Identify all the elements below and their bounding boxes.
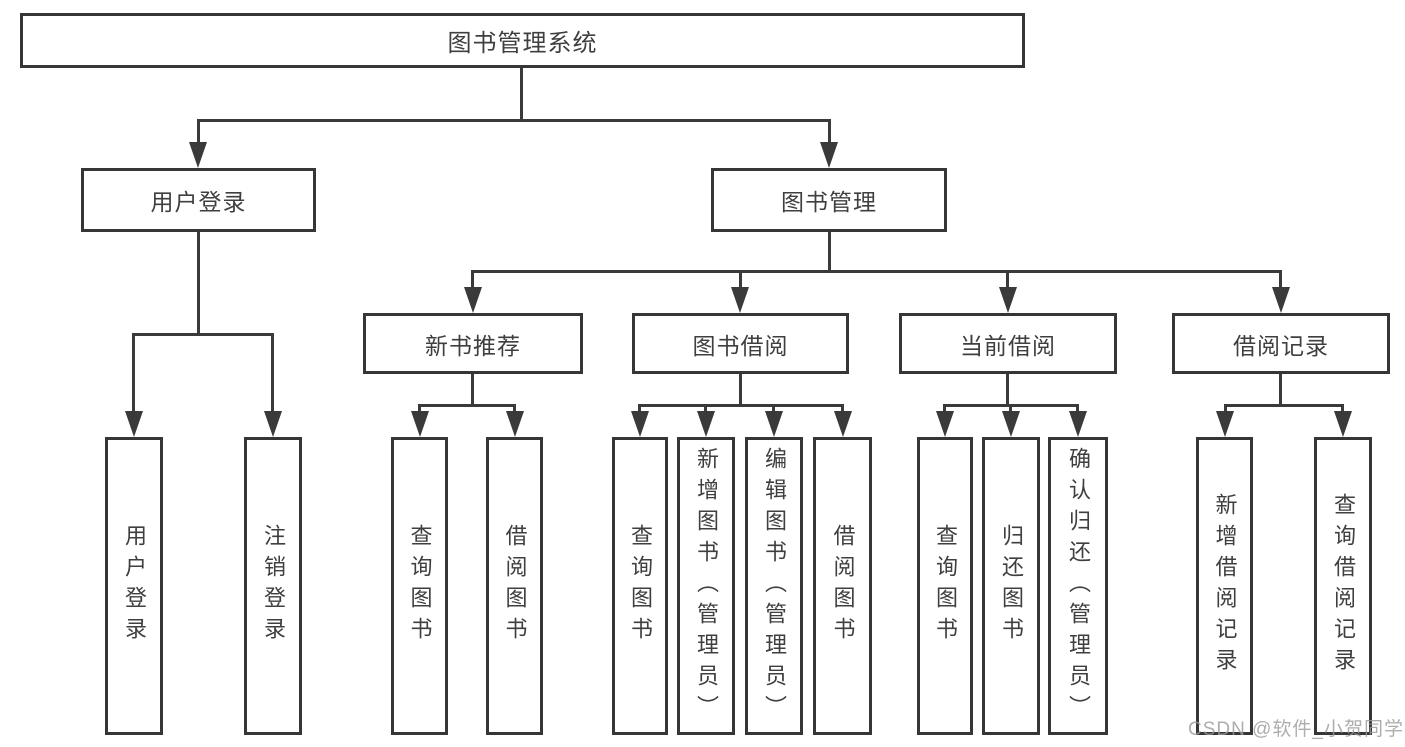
connector-drop-newbook: [471, 270, 474, 290]
connector-drop-record: [1279, 270, 1282, 290]
connector-drop-leaf: [1224, 404, 1227, 415]
leaf-label: 借阅图书: [502, 524, 528, 648]
arrow-down-icon: [999, 287, 1017, 313]
connector-login-rail: [132, 333, 274, 336]
connector-drop-user-login: [197, 119, 200, 145]
connector-newbook-rail: [418, 404, 516, 407]
connector-mgmt-rail: [471, 270, 1282, 273]
connector-drop-leaf: [772, 404, 775, 415]
arrow-down-icon: [1002, 411, 1020, 437]
leaf-user-login: 用户登录: [105, 437, 163, 735]
node-label: 图书借阅: [692, 332, 789, 359]
leaf-label: 查询图书: [933, 524, 958, 648]
connector-newbook-stem: [471, 374, 474, 407]
connector-drop-leaf: [841, 404, 844, 415]
connector-drop-current: [1006, 270, 1009, 290]
connector-root-rail: [197, 119, 831, 122]
node-label: 图书管理系统: [447, 30, 598, 57]
connector-drop-leaf: [132, 333, 135, 413]
leaf-confirm-return-admin: 确认归还（管理员）: [1048, 437, 1108, 735]
node-label: 当前借阅: [960, 332, 1056, 359]
leaf-label: 归还图书: [999, 524, 1024, 648]
connector-drop-leaf: [704, 404, 707, 415]
leaf-label: 用户登录: [122, 524, 147, 648]
arrow-down-icon: [731, 287, 749, 313]
connector-record-rail: [1224, 404, 1343, 407]
connector-drop-leaf: [1076, 404, 1079, 415]
arrow-down-icon: [1216, 411, 1234, 437]
arrow-down-icon: [631, 411, 649, 437]
connector-mgmt-stem: [828, 232, 831, 273]
connector-drop-leaf: [1341, 404, 1344, 415]
arrow-down-icon: [189, 142, 207, 168]
node-label: 借阅记录: [1233, 332, 1329, 359]
connector-drop-leaf: [513, 404, 516, 415]
leaf-edit-books-admin: 编辑图书（管理员）: [745, 437, 803, 735]
arrow-down-icon: [1069, 411, 1087, 437]
leaf-return-books: 归还图书: [982, 437, 1040, 735]
arrow-down-icon: [1334, 411, 1352, 437]
leaf-logout: 注销登录: [244, 437, 302, 735]
leaf-query-borrow-record: 查询借阅记录: [1314, 437, 1372, 735]
leaf-add-books-admin: 新增图书（管理员）: [677, 437, 735, 735]
arrow-down-icon: [1272, 287, 1290, 313]
leaf-add-borrow-record: 新增借阅记录: [1196, 437, 1253, 735]
connector-drop-leaf: [1009, 404, 1012, 415]
leaf-label: 查询图书: [407, 524, 433, 648]
leaf-label: 确认归还（管理员）: [1066, 446, 1091, 726]
connector-record-stem: [1279, 374, 1282, 407]
arrow-down-icon: [697, 411, 715, 437]
node-borrow-record: 借阅记录: [1172, 313, 1390, 374]
csdn-watermark: CSDN @软件_小贺同学: [1188, 719, 1404, 740]
node-root-system: 图书管理系统: [20, 13, 1025, 68]
leaf-label: 新增图书（管理员）: [694, 446, 719, 726]
arrow-down-icon: [411, 411, 429, 437]
arrow-down-icon: [765, 411, 783, 437]
arrow-down-icon: [464, 287, 482, 313]
connector-drop-book-mgmt: [828, 119, 831, 145]
connector-drop-leaf: [638, 404, 641, 415]
leaf-label: 注销登录: [261, 524, 286, 648]
connector-root-stem: [520, 68, 523, 121]
connector-current-stem: [1006, 374, 1009, 407]
node-book-management: 图书管理: [711, 168, 947, 232]
arrow-down-icon: [125, 411, 143, 437]
connector-drop-leaf: [943, 404, 946, 415]
leaf-query-books: 查询图书: [391, 437, 448, 735]
node-label: 新书推荐: [425, 332, 521, 359]
leaf-label: 新增借阅记录: [1212, 493, 1238, 679]
arrow-down-icon: [820, 142, 838, 168]
leaf-query-books: 查询图书: [612, 437, 668, 735]
leaf-query-books: 查询图书: [917, 437, 973, 735]
node-new-book-recommend: 新书推荐: [363, 313, 583, 374]
leaf-label: 编辑图书（管理员）: [762, 446, 787, 726]
arrow-down-icon: [506, 411, 524, 437]
leaf-label: 借阅图书: [830, 524, 856, 648]
arrow-down-icon: [936, 411, 954, 437]
connector-borrow-rail: [638, 404, 843, 407]
node-user-login: 用户登录: [81, 168, 316, 232]
connector-borrow-stem: [739, 374, 742, 407]
leaf-borrow-books: 借阅图书: [486, 437, 543, 735]
connector-drop-borrow: [739, 270, 742, 290]
node-book-borrow: 图书借阅: [632, 313, 849, 374]
leaf-label: 查询借阅记录: [1331, 493, 1356, 679]
connector-drop-leaf: [418, 404, 421, 415]
connector-drop-leaf: [271, 333, 274, 413]
node-current-borrow: 当前借阅: [899, 313, 1117, 374]
arrow-down-icon: [834, 411, 852, 437]
node-label: 用户登录: [150, 189, 247, 215]
arrow-down-icon: [264, 411, 282, 437]
leaf-borrow-books: 借阅图书: [813, 437, 872, 735]
connector-login-stem: [197, 232, 200, 336]
leaf-label: 查询图书: [628, 524, 653, 648]
node-label: 图书管理: [781, 189, 877, 215]
